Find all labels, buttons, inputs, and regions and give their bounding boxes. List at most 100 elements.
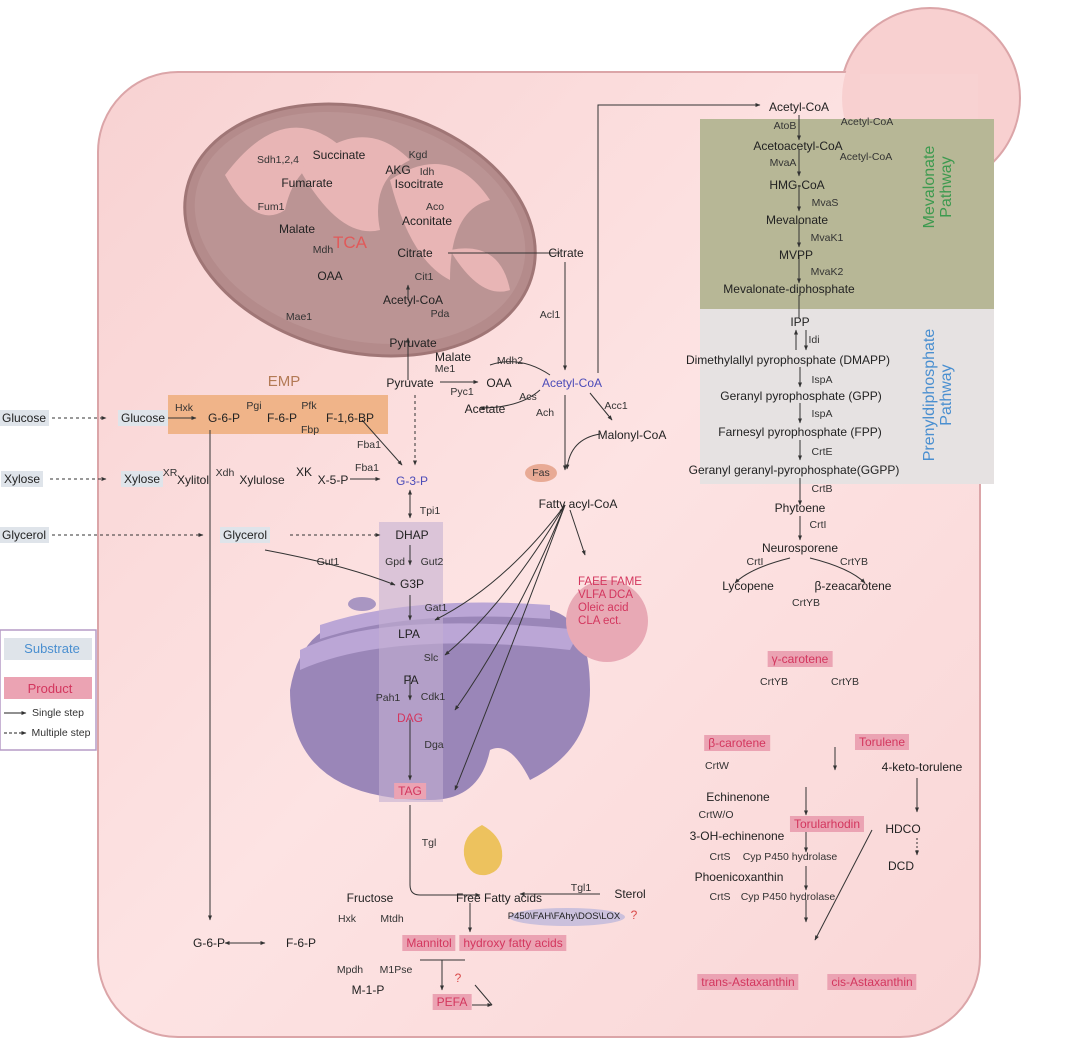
ffa-tgl1: Tgl1 xyxy=(570,882,592,894)
car-cyp2: Cyp P450 hydrolase xyxy=(740,891,836,903)
prenyl-ipp: IPP xyxy=(790,315,810,329)
cyto-me1: Me1 xyxy=(434,363,456,375)
emp-fba1: Fba1 xyxy=(357,439,381,451)
emp-fbp: Fbp xyxy=(300,424,320,436)
cyto-mdh2: Mdh2 xyxy=(496,355,524,367)
tca-cit1: Cit1 xyxy=(414,271,434,283)
mevalonate-title-line1: Mevalonate xyxy=(921,145,938,229)
car-crtyb3: CrtYB xyxy=(759,676,789,688)
xylose-xr: XR xyxy=(162,467,178,479)
emp-f6p: F-6-P xyxy=(267,411,297,425)
mev-mvak2: MvaK2 xyxy=(810,266,844,278)
car-crts2: CrtS xyxy=(709,891,731,903)
tca-isocitrate: Isocitrate xyxy=(394,177,444,191)
mannitol-m1p: M-1-P xyxy=(351,983,385,997)
legend-single-step: Single step xyxy=(32,707,84,719)
car-crtwo: CrtW/O xyxy=(698,809,734,821)
lipid-tgl: Tgl xyxy=(421,837,437,849)
fa-products-circle xyxy=(566,580,648,662)
lipid-cdk1: Cdk1 xyxy=(420,691,446,703)
legend-multiple-step: Multiple step xyxy=(31,727,91,739)
mevalonate-title-line2: Pathway xyxy=(938,156,955,218)
mev-mvaa: MvaA xyxy=(769,157,797,169)
car-zeacarotene: β-zeacarotene xyxy=(814,579,892,593)
prenyl-title-line1: Prenyldiphosphate xyxy=(921,328,938,462)
mannitol-f6p: F-6-P xyxy=(286,936,316,950)
car-phytoene: Phytoene xyxy=(774,501,826,515)
lipid-lpa: LPA xyxy=(398,627,420,641)
lipid-droplet-icon xyxy=(463,825,503,876)
glycerol-gut1: Gut1 xyxy=(316,556,340,568)
prenyl-crte: CrtE xyxy=(811,446,833,458)
xylose-x5p: X-5-P xyxy=(317,473,349,487)
lipid-column xyxy=(379,522,443,802)
lipid-g3p: G3P xyxy=(399,577,425,591)
mevalonate-box xyxy=(700,119,994,309)
tca-idh: Idh xyxy=(419,166,435,178)
cyto-pyc1: Pyc1 xyxy=(450,386,474,398)
xylose-xylitol: Xylitol xyxy=(176,473,210,487)
car-hdco: HDCO xyxy=(885,822,921,836)
mev-mevalonate: Mevalonate xyxy=(765,213,829,227)
lipid-dhap: DHAP xyxy=(395,528,429,542)
tca-fumarate: Fumarate xyxy=(281,176,333,190)
car-crti2: CrtI xyxy=(746,556,764,568)
mev-acetyl-coa-in1: Acetyl-CoA xyxy=(840,116,894,128)
lipid-gat1: Gat1 xyxy=(424,602,448,614)
prenyl-pathway-title: Prenyldiphosphate Pathway xyxy=(921,329,955,462)
lipid-pa: PA xyxy=(403,673,419,687)
cyto-oaa: OAA xyxy=(486,376,512,390)
prenyl-fpp: Farnesyl pyrophosphate (FPP) xyxy=(718,425,882,439)
tca-succinate: Succinate xyxy=(312,148,366,162)
mev-mvas: MvaS xyxy=(811,197,839,209)
tca-aconitate: Aconitate xyxy=(401,214,453,228)
lipid-gpd: Gpd xyxy=(385,556,405,568)
mannitol-mannitol: Mannitol xyxy=(402,935,456,951)
car-crtyb2: CrtYB xyxy=(791,597,821,609)
car-torulene: Torulene xyxy=(854,734,910,750)
tca-sdh: Sdh1,2,4 xyxy=(256,154,300,166)
emp-g6p: G-6-P xyxy=(207,411,241,425)
car-crtw: CrtW xyxy=(705,760,729,772)
car-crts1: CrtS xyxy=(709,851,731,863)
substrate-glucose: Glucose xyxy=(0,410,50,426)
mevalonate-pathway-title: Mevalonate Pathway xyxy=(921,146,955,229)
tca-mae1: Mae1 xyxy=(285,311,313,323)
xylose-xylulose: Xylulose xyxy=(239,473,285,487)
emp-fba1b: Fba1 xyxy=(355,462,379,474)
ffa-hydroxy-fatty-acids: hydroxy fatty acids xyxy=(459,935,567,951)
pathway-arrows xyxy=(50,103,919,1007)
mev-atob: AtoB xyxy=(773,120,797,132)
glycerol-glycerol: Glycerol xyxy=(219,527,271,543)
cyto-pyruvate: Pyruvate xyxy=(386,376,434,390)
mannitol-hxk: Hxk xyxy=(337,913,357,925)
prenyl-idi: Idi xyxy=(808,334,820,346)
cyto-acetate: Acetate xyxy=(464,402,506,416)
lipid-pah1: Pah1 xyxy=(375,692,401,704)
enzyme-ellipse xyxy=(509,908,625,926)
tca-kgd: Kgd xyxy=(408,149,428,161)
substrate-glycerol: Glycerol xyxy=(0,527,50,543)
mev-acetoacetyl-coa: Acetoacetyl-CoA xyxy=(753,139,843,153)
mannitol-mpdh: Mpdh xyxy=(336,964,364,976)
prenyl-title-line2: Pathway xyxy=(938,364,955,426)
emp-g3p: G-3-P xyxy=(395,474,429,488)
substrate-xylose: Xylose xyxy=(0,471,44,487)
ffa-free-fatty-acids: Free Fatty acids xyxy=(455,891,543,905)
emp-pfk: Pfk xyxy=(301,400,317,412)
car-gamma-carotene: γ-carotene xyxy=(767,651,833,667)
lipid-dga: Dga xyxy=(424,739,444,751)
tca-label: TCA xyxy=(333,233,367,252)
car-crti: CrtI xyxy=(809,519,827,531)
car-phoenicoxanthin: Phoenicoxanthin xyxy=(694,870,784,884)
emp-label: EMP xyxy=(267,373,301,390)
cyto-acetyl-coa: Acetyl-CoA xyxy=(541,376,603,390)
prenyl-ispa2: IspA xyxy=(811,408,833,420)
lipid-gut2: Gut2 xyxy=(420,556,444,568)
mev-mvak1: MvaK1 xyxy=(810,232,844,244)
mev-mevalonate-diphosphate: Mevalonate-diphosphate xyxy=(723,282,855,296)
emp-pgi: Pgi xyxy=(246,400,262,412)
legend-substrate: Substrate xyxy=(24,641,80,656)
car-torularhodin: Torularhodin xyxy=(789,816,865,832)
prenyl-ispa1: IspA xyxy=(811,374,833,386)
